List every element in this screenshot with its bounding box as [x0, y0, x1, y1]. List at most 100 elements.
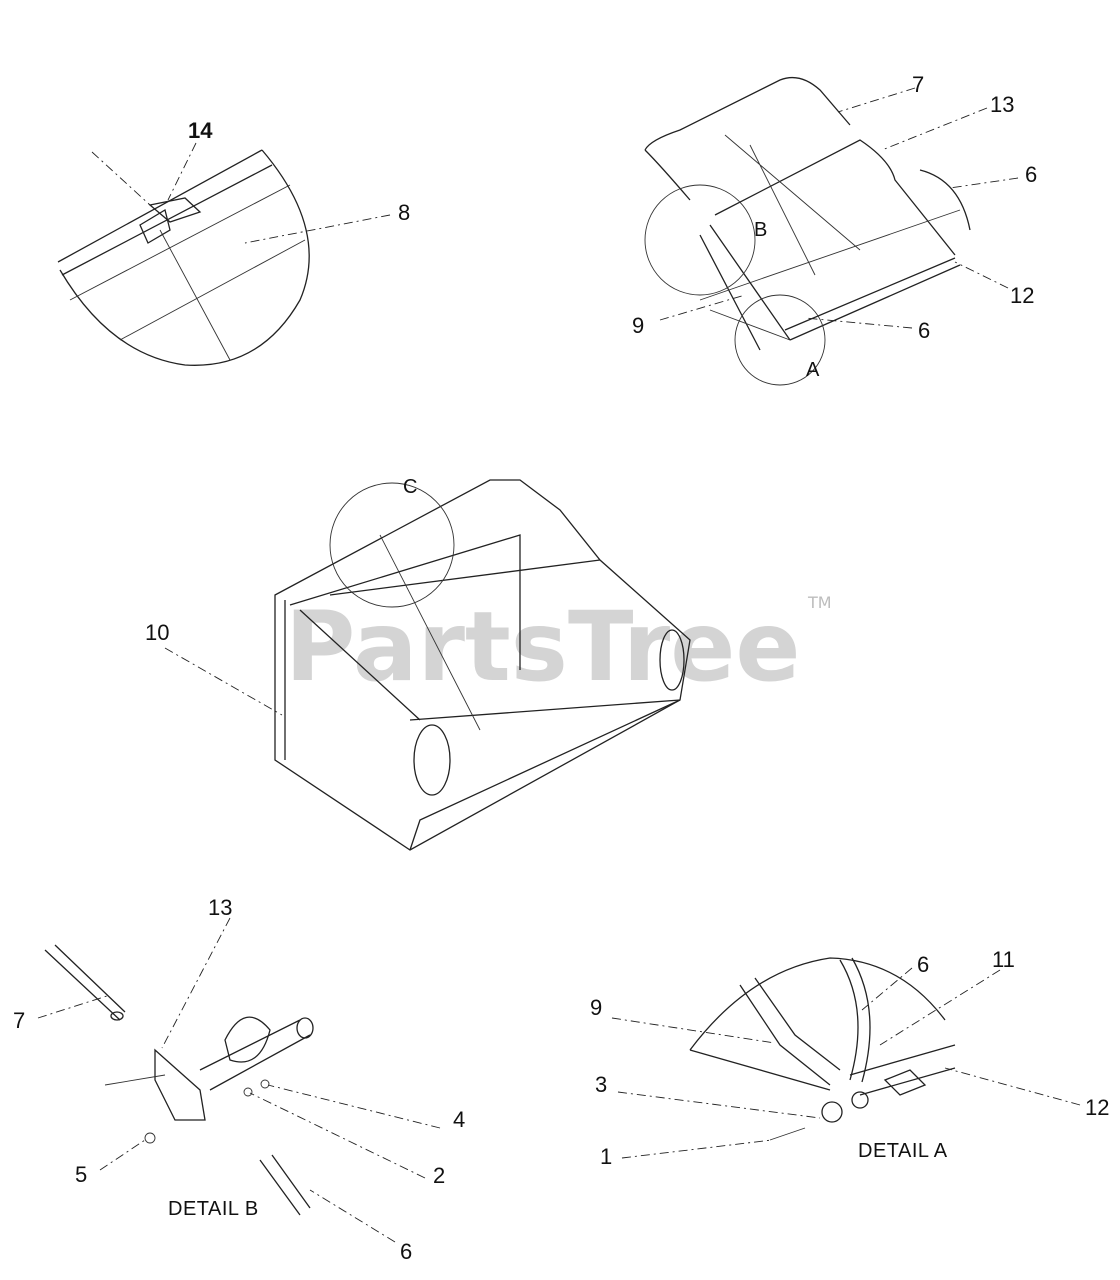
bag-frame-bars [299, 559, 601, 721]
frame-left-rail [699, 224, 791, 351]
nut-2 [243, 1087, 253, 1097]
lower-rod-12 [784, 257, 961, 341]
detail-a-boundary [689, 957, 946, 1051]
clip-a [883, 1069, 927, 1096]
detail-a-circle [734, 294, 826, 386]
callout-5: 5 [75, 1162, 87, 1187]
rod-6-upper [919, 169, 971, 231]
detail-a-base [689, 1049, 831, 1091]
view-c-detail: 14 8 [57, 118, 410, 366]
bag-edge-line [69, 184, 291, 301]
frame-assembly: 7 13 6 12 9 6 B A [632, 72, 1037, 386]
callout-6-b: 6 [400, 1239, 412, 1264]
handle-tube-7-b [44, 944, 126, 1021]
caption-detail-b: DETAIL B [168, 1198, 259, 1220]
leader-6-lower [804, 317, 913, 329]
watermark: PartsTree TM [285, 591, 832, 703]
bracket-part-8 [139, 208, 171, 244]
frame-tube-b [199, 1019, 311, 1091]
tube-end-b [296, 1017, 314, 1039]
leader-7-b [37, 994, 111, 1019]
leader-9-a [611, 1017, 776, 1044]
callout-6-upper: 6 [1025, 162, 1037, 187]
leader-6-a [861, 967, 913, 1011]
callout-11: 11 [992, 947, 1015, 972]
washer-4 [260, 1079, 270, 1089]
bolt-1-a [769, 1127, 806, 1141]
leader-12 [954, 261, 1009, 289]
callout-1: 1 [600, 1144, 612, 1169]
bag-handle-left [413, 724, 451, 796]
detail-b-circle [644, 184, 756, 296]
clamp-part-14 [148, 197, 202, 223]
leader-10 [164, 647, 283, 716]
bag-bottom-edge [409, 699, 681, 851]
leader-3 [617, 1091, 821, 1119]
detail-marker-b: B [754, 219, 767, 241]
leader-14 [167, 142, 197, 201]
tube-9-a [739, 977, 841, 1086]
bag-outline-10 [274, 479, 691, 851]
callout-9-a: 9 [590, 995, 602, 1020]
frame-bar-top [57, 149, 263, 263]
leader-11 [879, 969, 1001, 1046]
leader-13 [881, 107, 988, 151]
leader-2 [249, 1092, 426, 1179]
caption-detail-a: DETAIL A [858, 1140, 948, 1162]
callout-13-b: 13 [208, 895, 232, 920]
bag-inner-back [289, 534, 521, 670]
upper-frame-bar [714, 139, 956, 256]
watermark-text: PartsTree [285, 591, 800, 703]
callout-9: 9 [632, 313, 644, 338]
callout-8: 8 [398, 200, 410, 225]
bag-center-seam [379, 534, 481, 731]
callout-10: 10 [145, 620, 169, 645]
callout-13: 13 [990, 92, 1014, 117]
leader-1 [621, 1139, 773, 1159]
detail-marker-c: C [403, 476, 417, 498]
leader-7 [837, 87, 916, 113]
bag-edge-line-2 [119, 239, 306, 341]
bag-bottom-lines [699, 209, 961, 341]
watermark-trademark: TM [807, 593, 832, 612]
callout-2: 2 [433, 1163, 445, 1188]
bag-seam-lines [724, 134, 861, 276]
handle-left-leg [644, 149, 691, 201]
leader-5 [99, 1139, 146, 1171]
detail-marker-a: A [806, 359, 820, 381]
callout-4: 4 [453, 1107, 465, 1132]
bag-seam [159, 229, 231, 361]
detail-a: 9 6 11 3 1 12 DETAIL A [590, 947, 1109, 1169]
detail-b: 13 7 4 2 5 6 DETAIL B [13, 895, 465, 1264]
rod-6-a [839, 957, 871, 1083]
frame-rod [91, 151, 151, 206]
callout-3: 3 [595, 1072, 607, 1097]
leader-9 [659, 294, 746, 321]
handle-tube-7 [644, 76, 851, 151]
bolt-b [104, 1074, 166, 1086]
detail-c-circle [329, 482, 455, 608]
leader-12-a [944, 1067, 1081, 1106]
bag-front-rod [409, 699, 681, 721]
bracket-13 [154, 1048, 206, 1121]
rod-6-b [259, 1154, 311, 1216]
leader-6-b [309, 1189, 396, 1243]
leader-13-b [161, 917, 231, 1049]
callout-6-lower: 6 [918, 318, 930, 343]
spring-clip [224, 1016, 271, 1063]
bag-assembly: 10 C [145, 476, 691, 851]
pivot-a-2 [851, 1091, 869, 1109]
callout-12-a: 12 [1085, 1095, 1109, 1120]
callout-7-b: 7 [13, 1008, 25, 1033]
bag-handle-right [659, 629, 685, 691]
callout-7: 7 [912, 72, 924, 97]
rod-12-a [849, 1044, 956, 1096]
leader-6-upper [949, 177, 1019, 189]
pivot-a [821, 1101, 843, 1123]
leader-8 [244, 214, 391, 244]
leader-4 [267, 1084, 441, 1129]
pin-5 [144, 1132, 156, 1144]
callout-6-a: 6 [917, 952, 929, 977]
callout-14: 14 [188, 118, 213, 143]
